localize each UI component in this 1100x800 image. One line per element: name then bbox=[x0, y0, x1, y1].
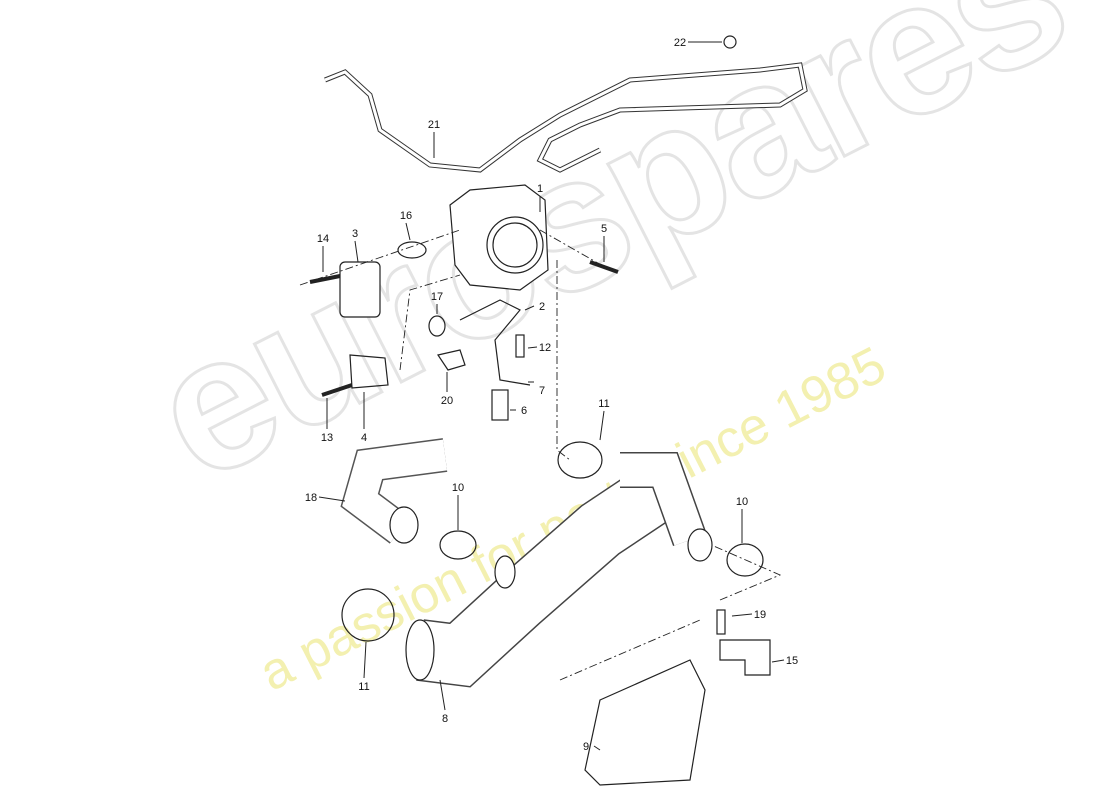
clamp-10-right bbox=[726, 543, 764, 577]
callout-leader-11 bbox=[363, 641, 367, 679]
callout-leader-3 bbox=[354, 240, 359, 263]
callout-leader-19 bbox=[731, 613, 753, 617]
valve-3 bbox=[339, 261, 381, 318]
clamp-11-top bbox=[557, 441, 603, 479]
callout-2: 2 bbox=[539, 301, 545, 313]
callout-19: 19 bbox=[754, 609, 766, 621]
bolt-5 bbox=[589, 260, 619, 274]
bracket-2 bbox=[459, 299, 531, 386]
callout-22: 22 bbox=[674, 37, 686, 49]
callout-leader-9 bbox=[593, 745, 601, 751]
clamp-11-bottom bbox=[341, 588, 395, 642]
grommet-17 bbox=[428, 315, 446, 337]
callout-21: 21 bbox=[428, 119, 440, 131]
bracket-15 bbox=[719, 639, 771, 676]
callout-labels: 22 21 1 16 3 14 5 17 2 12 7 20 6 13 4 11 18 10 10 19 15 11 8 9 bbox=[305, 37, 798, 753]
mount-6 bbox=[491, 389, 509, 421]
parts-drawing bbox=[299, 35, 808, 786]
callout-leader-12 bbox=[527, 346, 538, 349]
callout-4: 4 bbox=[361, 432, 367, 444]
callout-7: 7 bbox=[539, 385, 545, 397]
callout-leader-11 bbox=[599, 410, 605, 441]
callout-5: 5 bbox=[601, 223, 607, 235]
callout-15: 15 bbox=[786, 655, 798, 667]
bolt-14 bbox=[309, 274, 341, 284]
callout-14: 14 bbox=[317, 233, 329, 245]
callout-9: 9 bbox=[583, 741, 589, 753]
gasket-16 bbox=[397, 241, 427, 259]
pipe-21 bbox=[324, 62, 808, 173]
callout-11: 11 bbox=[598, 398, 609, 410]
callout-10: 10 bbox=[736, 496, 748, 508]
callout-leader-16 bbox=[405, 222, 411, 241]
callout-10: 10 bbox=[452, 482, 464, 494]
callout-3: 3 bbox=[352, 228, 358, 240]
callout-20: 20 bbox=[441, 395, 453, 407]
callout-1: 1 bbox=[537, 183, 543, 195]
sensor-4 bbox=[349, 354, 389, 389]
bolt-13 bbox=[321, 383, 353, 397]
callout-12: 12 bbox=[539, 342, 551, 354]
callout-11: 11 bbox=[358, 681, 369, 693]
clip-20 bbox=[437, 349, 466, 371]
callout-16: 16 bbox=[400, 210, 412, 222]
callout-8: 8 bbox=[442, 713, 448, 725]
screw-12 bbox=[515, 334, 525, 358]
callout-leader-18 bbox=[318, 496, 346, 502]
callout-leader-2 bbox=[524, 305, 535, 311]
callout-17: 17 bbox=[431, 291, 443, 303]
callout-leader-8 bbox=[439, 679, 446, 711]
callout-18: 18 bbox=[305, 492, 317, 504]
callout-leader-15 bbox=[771, 659, 785, 663]
callout-13: 13 bbox=[321, 432, 333, 444]
callout-6: 6 bbox=[521, 405, 527, 417]
intake-9 bbox=[584, 659, 706, 786]
screw-19 bbox=[716, 609, 726, 635]
clamp-10-left bbox=[439, 530, 477, 560]
clip-22 bbox=[723, 35, 737, 49]
